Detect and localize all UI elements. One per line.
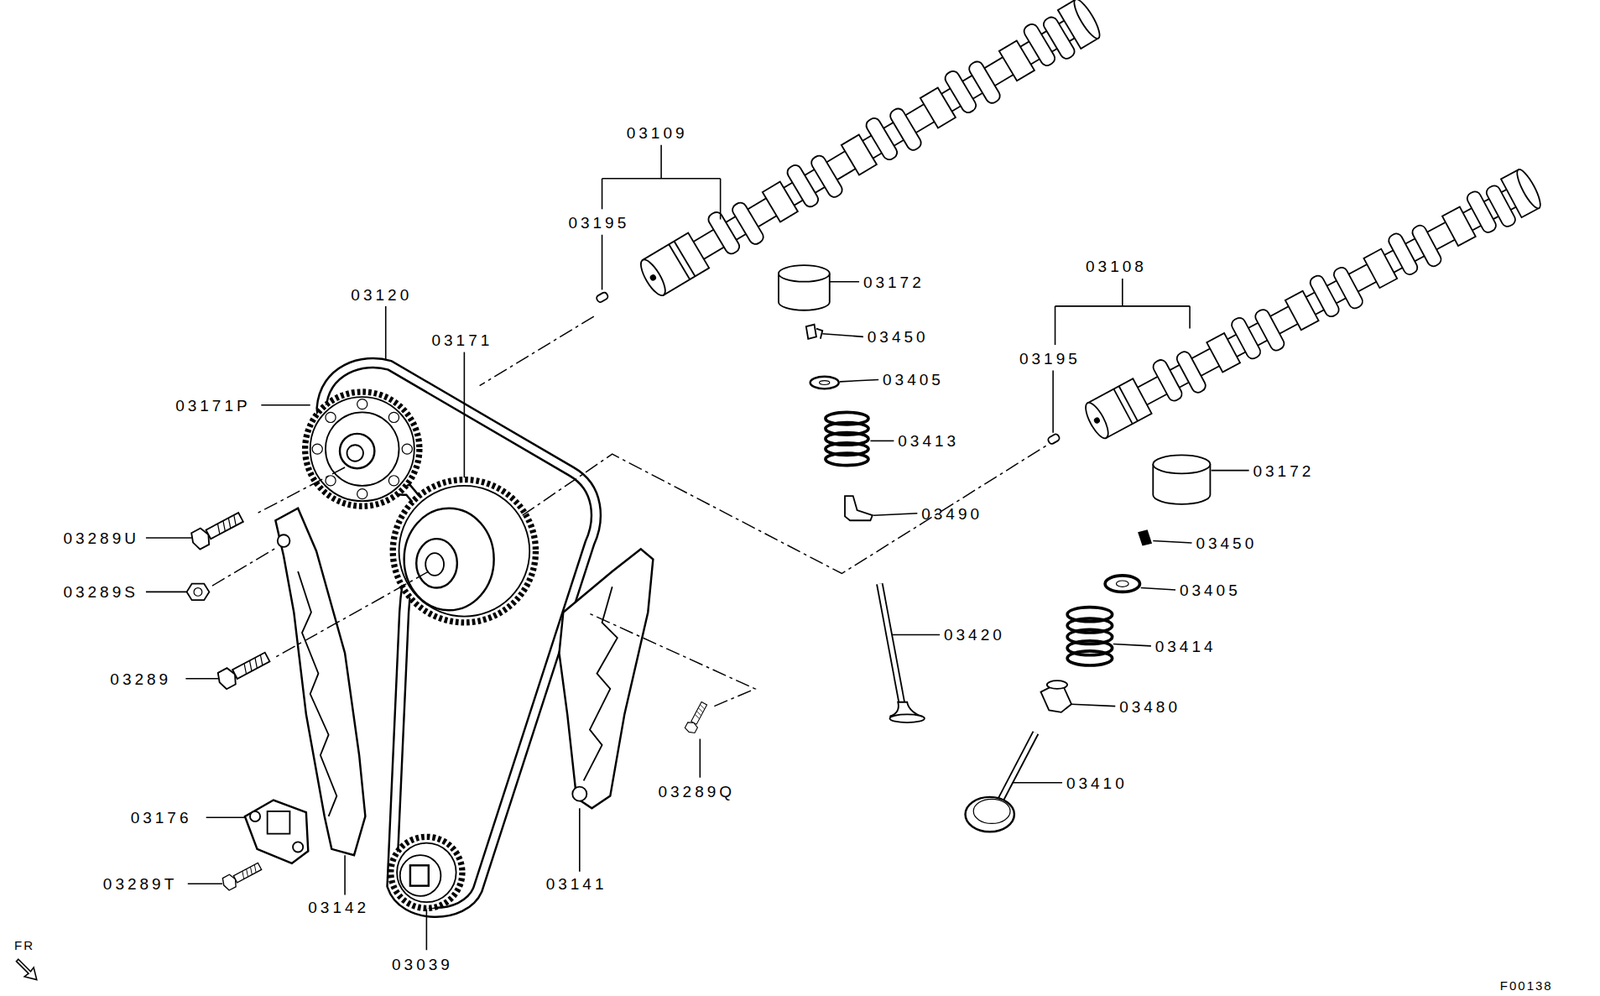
callout-number: 03120 — [350, 286, 412, 303]
callout-number: 03450 — [867, 328, 929, 345]
callout-number: 03289Q — [657, 782, 735, 799]
callout-number: 03450 — [1195, 535, 1257, 552]
callout-number: 03142 — [307, 899, 370, 916]
callout-number: 03289 — [109, 670, 172, 687]
callout-number: 03410 — [1066, 774, 1128, 791]
callout-number: 03176 — [130, 809, 193, 826]
callout-number: 03172 — [863, 273, 925, 290]
callout-number: 03171P — [175, 396, 251, 413]
callout-number: 03414 — [1155, 637, 1217, 654]
callout-number: 03405 — [882, 371, 944, 388]
callout-number: 03420 — [943, 626, 1006, 643]
callout-number: 03039 — [391, 956, 454, 973]
drawing-note: FR — [14, 938, 35, 952]
drawing-note: F00138 — [1500, 978, 1554, 991]
callout-number: 03289T — [103, 875, 178, 892]
callout-number: 03172 — [1252, 462, 1314, 479]
callout-number: 03171 — [431, 331, 493, 348]
callout-number: 03405 — [1179, 581, 1241, 598]
callout-number: 03289U — [62, 529, 140, 546]
callout-number: 03195 — [568, 214, 630, 231]
callout-number: 03141 — [546, 875, 608, 892]
callout-number: 03490 — [921, 505, 983, 522]
callout-number: 03109 — [626, 125, 688, 141]
callout-number: 03108 — [1085, 258, 1147, 275]
callout-number: 03480 — [1119, 698, 1181, 715]
callout-number: 03413 — [897, 432, 959, 449]
callout-number: 03195 — [1019, 349, 1081, 366]
callout-number: 03289S — [62, 583, 139, 600]
